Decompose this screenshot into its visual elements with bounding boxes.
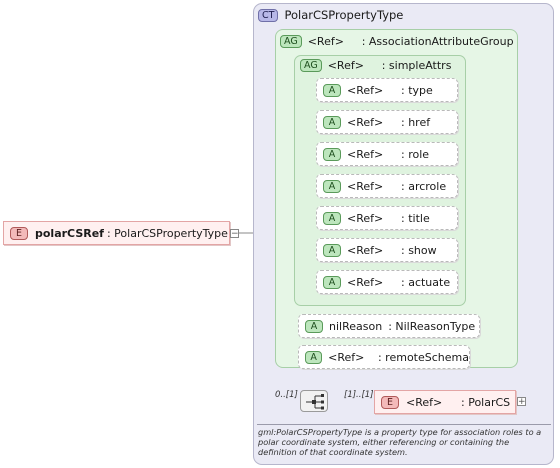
sequence-cardinality: 0..[1] <box>275 390 298 400</box>
attribute-badge: A <box>323 147 341 161</box>
attribute-badge: A <box>305 350 323 364</box>
attribute-badge: A <box>323 211 341 225</box>
attribute-name: : href <box>401 115 431 129</box>
attribute-name: : type <box>401 83 433 97</box>
association-attribute-group-header[interactable]: AG <Ref> : AssociationAttributeGroup <box>280 33 514 49</box>
expand-toggle[interactable]: + <box>517 397 526 407</box>
attribute-badge: A <box>323 115 341 129</box>
ref-label: <Ref> <box>347 243 384 257</box>
attribute-name: : title <box>401 211 430 225</box>
sequence-icon <box>306 394 324 410</box>
collapse-toggle[interactable]: − <box>230 229 239 239</box>
root-element-polarcsref[interactable]: E polarCSRef : PolarCSPropertyType <box>3 221 230 245</box>
attribute-badge: A <box>323 243 341 257</box>
attribute-type: : NilReasonType <box>388 319 476 333</box>
attribute-group-badge: AG <box>300 58 322 72</box>
attribute-type[interactable]: A <Ref> : type <box>316 78 458 102</box>
ref-label: <Ref> <box>347 275 384 289</box>
attribute-name: : actuate <box>401 275 451 289</box>
ref-label: <Ref> <box>406 395 443 409</box>
element-name: : PolarCS <box>461 395 511 409</box>
root-element-name: polarCSRef <box>35 226 104 240</box>
ref-label: <Ref> <box>347 211 384 225</box>
element-polar-cs[interactable]: E <Ref> : PolarCS <box>374 390 516 414</box>
attribute-arcrole[interactable]: A <Ref> : arcrole <box>316 174 458 198</box>
sequence-compositor[interactable] <box>300 390 328 412</box>
ref-label: <Ref> <box>328 350 365 364</box>
root-element-type: : PolarCSPropertyType <box>106 226 228 240</box>
ref-label: <Ref> <box>347 147 384 161</box>
ref-label: <Ref> <box>307 34 344 48</box>
ref-label: <Ref> <box>327 58 364 72</box>
ref-label: <Ref> <box>347 179 384 193</box>
attribute-nil-reason[interactable]: A nilReason : NilReasonType <box>298 314 480 338</box>
attribute-name: : show <box>401 243 437 257</box>
complex-type-name: PolarCSPropertyType <box>284 8 404 22</box>
attribute-actuate[interactable]: A <Ref> : actuate <box>316 270 458 294</box>
attribute-badge: A <box>323 83 341 97</box>
attribute-name: : remoteSchema <box>377 350 469 364</box>
attribute-name: : role <box>401 147 430 161</box>
polar-cs-cardinality: [1]..[1] <box>344 390 374 400</box>
complex-type-badge: CT <box>258 8 279 22</box>
simple-attrs-name: : simpleAttrs <box>381 58 452 72</box>
element-badge: E <box>10 226 28 240</box>
attribute-href[interactable]: A <Ref> : href <box>316 110 458 134</box>
attribute-remote-schema[interactable]: A <Ref> : remoteSchema <box>298 345 470 369</box>
attribute-badge: A <box>323 179 341 193</box>
documentation-text: gml:PolarCSPropertyType is a property ty… <box>258 427 542 457</box>
ref-label: <Ref> <box>347 83 384 97</box>
documentation-divider <box>257 424 551 425</box>
ref-label: <Ref> <box>347 115 384 129</box>
complex-type-header: CT PolarCSPropertyType <box>258 6 403 24</box>
attribute-badge: A <box>323 275 341 289</box>
element-badge: E <box>381 395 399 409</box>
attribute-group-name: : AssociationAttributeGroup <box>361 34 514 48</box>
attribute-name: nilReason <box>329 319 383 333</box>
attribute-title[interactable]: A <Ref> : title <box>316 206 458 230</box>
attribute-group-badge: AG <box>280 34 302 48</box>
attribute-role[interactable]: A <Ref> : role <box>316 142 458 166</box>
attribute-name: : arcrole <box>401 179 447 193</box>
attribute-show[interactable]: A <Ref> : show <box>316 238 458 262</box>
attribute-badge: A <box>305 319 323 333</box>
simple-attrs-group-header[interactable]: AG <Ref> : simpleAttrs <box>300 57 451 73</box>
